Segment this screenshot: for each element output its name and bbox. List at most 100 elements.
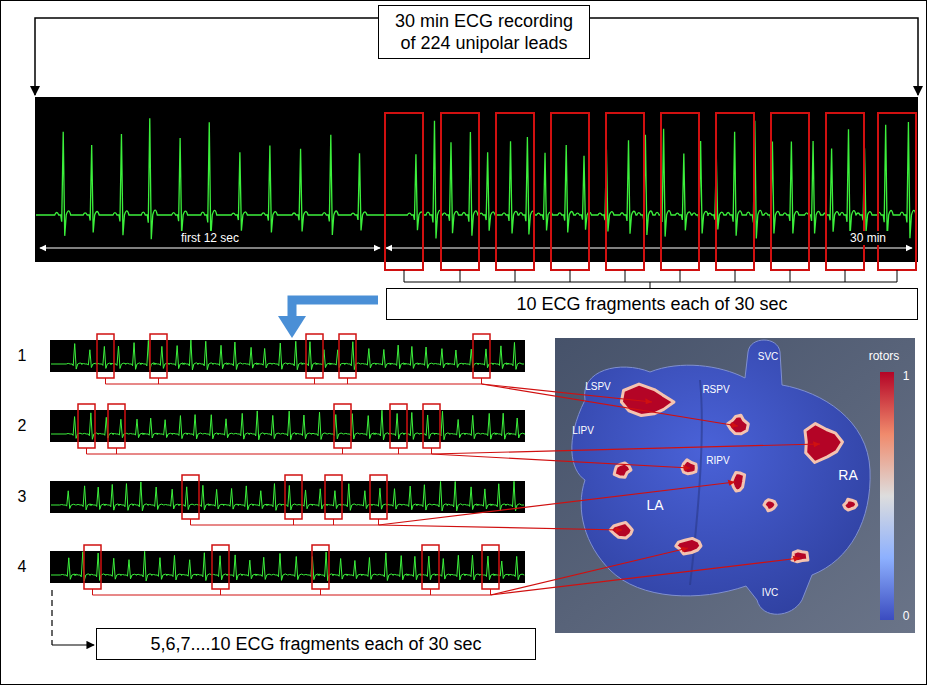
rotor-area (764, 500, 776, 511)
fragment-box (661, 113, 699, 270)
bracket-tick (481, 378, 482, 384)
box-text: 30 min ECG recording of 224 unipolar lea… (395, 11, 573, 53)
bracket-tick (342, 448, 343, 454)
bracket-tick (897, 270, 898, 282)
rotor-area (682, 460, 696, 474)
caption-box: 30 min ECG recording of 224 unipolar lea… (378, 5, 590, 59)
septum-shade (690, 380, 702, 585)
fragment-box (441, 113, 479, 270)
box-text: 10 ECG fragments each of 30 sec (516, 294, 787, 314)
fragment-box (716, 113, 754, 270)
rotor-area (844, 499, 857, 510)
anatomy-label: RSPV (702, 384, 729, 395)
bracket-tick (845, 270, 846, 282)
fragment-box (306, 334, 323, 378)
bracket-line (93, 595, 491, 596)
ecg-trace (51, 551, 524, 581)
fragment-box (551, 113, 589, 270)
fragment-box (325, 475, 342, 519)
box-text: 5,6,7....10 ECG fragments each of 30 sec (150, 634, 481, 654)
ecg-trace (385, 121, 916, 239)
atria-surface (572, 340, 870, 614)
leader-line (482, 384, 653, 402)
rotor-area (805, 424, 843, 463)
bracket-tick (404, 270, 405, 282)
fragment-box (212, 545, 229, 589)
blue-arrow (278, 300, 378, 338)
fragment-box (606, 113, 644, 270)
fragment-box (771, 113, 809, 270)
leader-line (432, 454, 691, 468)
leader-line (491, 558, 801, 595)
fragment-box (84, 545, 101, 589)
blue-arrow (278, 316, 306, 338)
fragment-box (97, 334, 114, 378)
bracket-tick (158, 378, 159, 384)
fragment-box (423, 404, 440, 448)
leader-head (683, 465, 690, 471)
bracket-tick (625, 270, 626, 282)
leader-head (731, 422, 739, 429)
time-label: first 12 sec (178, 231, 242, 245)
fragment-number: 3 (18, 488, 27, 506)
leader-head (813, 441, 820, 447)
fragment-strips (50, 334, 525, 595)
continuation-arrow (51, 590, 52, 645)
fragment-box (312, 545, 329, 589)
top-bracket (590, 18, 918, 95)
bracket-tick (220, 589, 221, 595)
fragment-box (482, 545, 499, 589)
ecg-strip (35, 97, 918, 262)
bracket-tick (490, 589, 491, 595)
bracket-tick (190, 519, 191, 525)
leader-head (793, 555, 801, 562)
bracket-tick (86, 448, 87, 454)
anatomy-label: RA (838, 467, 857, 483)
bracket-tick (735, 270, 736, 282)
ecg-strip (50, 410, 525, 442)
time-arrows (40, 247, 912, 248)
map-panel (555, 338, 915, 633)
fragment-box (150, 334, 167, 378)
bracket-tick (92, 589, 93, 595)
ecg-trace (36, 118, 916, 239)
anatomy-label: LIPV (572, 425, 594, 436)
fragment-number: 2 (18, 417, 27, 435)
time-label: 30 min (847, 231, 889, 245)
fragment-box (285, 475, 302, 519)
bracket-tick (320, 589, 321, 595)
fragment-box (370, 475, 387, 519)
fragment-box (390, 404, 407, 448)
leader-head (615, 527, 622, 533)
caption-box: 10 ECG fragments each of 30 sec (386, 288, 918, 320)
colorbar-label: 1 (903, 369, 910, 383)
leader-lines (379, 384, 821, 595)
bracket-tick (430, 589, 431, 595)
bracket-line (106, 384, 482, 385)
caption-box: 5,6,7....10 ECG fragments each of 30 sec (96, 628, 536, 660)
ecg-strip (50, 481, 525, 513)
ecg-strip (50, 340, 525, 372)
fragment-number: 1 (18, 347, 27, 365)
fragment-box (826, 113, 864, 270)
anatomy-label: RIPV (706, 455, 729, 466)
leader-line (379, 482, 736, 525)
fragment-box (473, 334, 490, 378)
bracket-tick (378, 519, 379, 525)
bracket-tick (570, 270, 571, 282)
bracket-tick (431, 448, 432, 454)
bracket-tick (333, 519, 334, 525)
colorbar-label: 0 (903, 609, 910, 623)
anatomy-label: IVC (762, 587, 779, 598)
ecg-trace (36, 118, 385, 239)
leader-head (680, 545, 688, 552)
leader-line (432, 444, 821, 454)
top-bracket (35, 18, 378, 95)
continuation-arrow (52, 590, 94, 645)
colorbar-label: rotors (869, 349, 900, 363)
bracket-tick (515, 270, 516, 282)
fragment-box (182, 475, 199, 519)
time-arrows (40, 247, 380, 248)
